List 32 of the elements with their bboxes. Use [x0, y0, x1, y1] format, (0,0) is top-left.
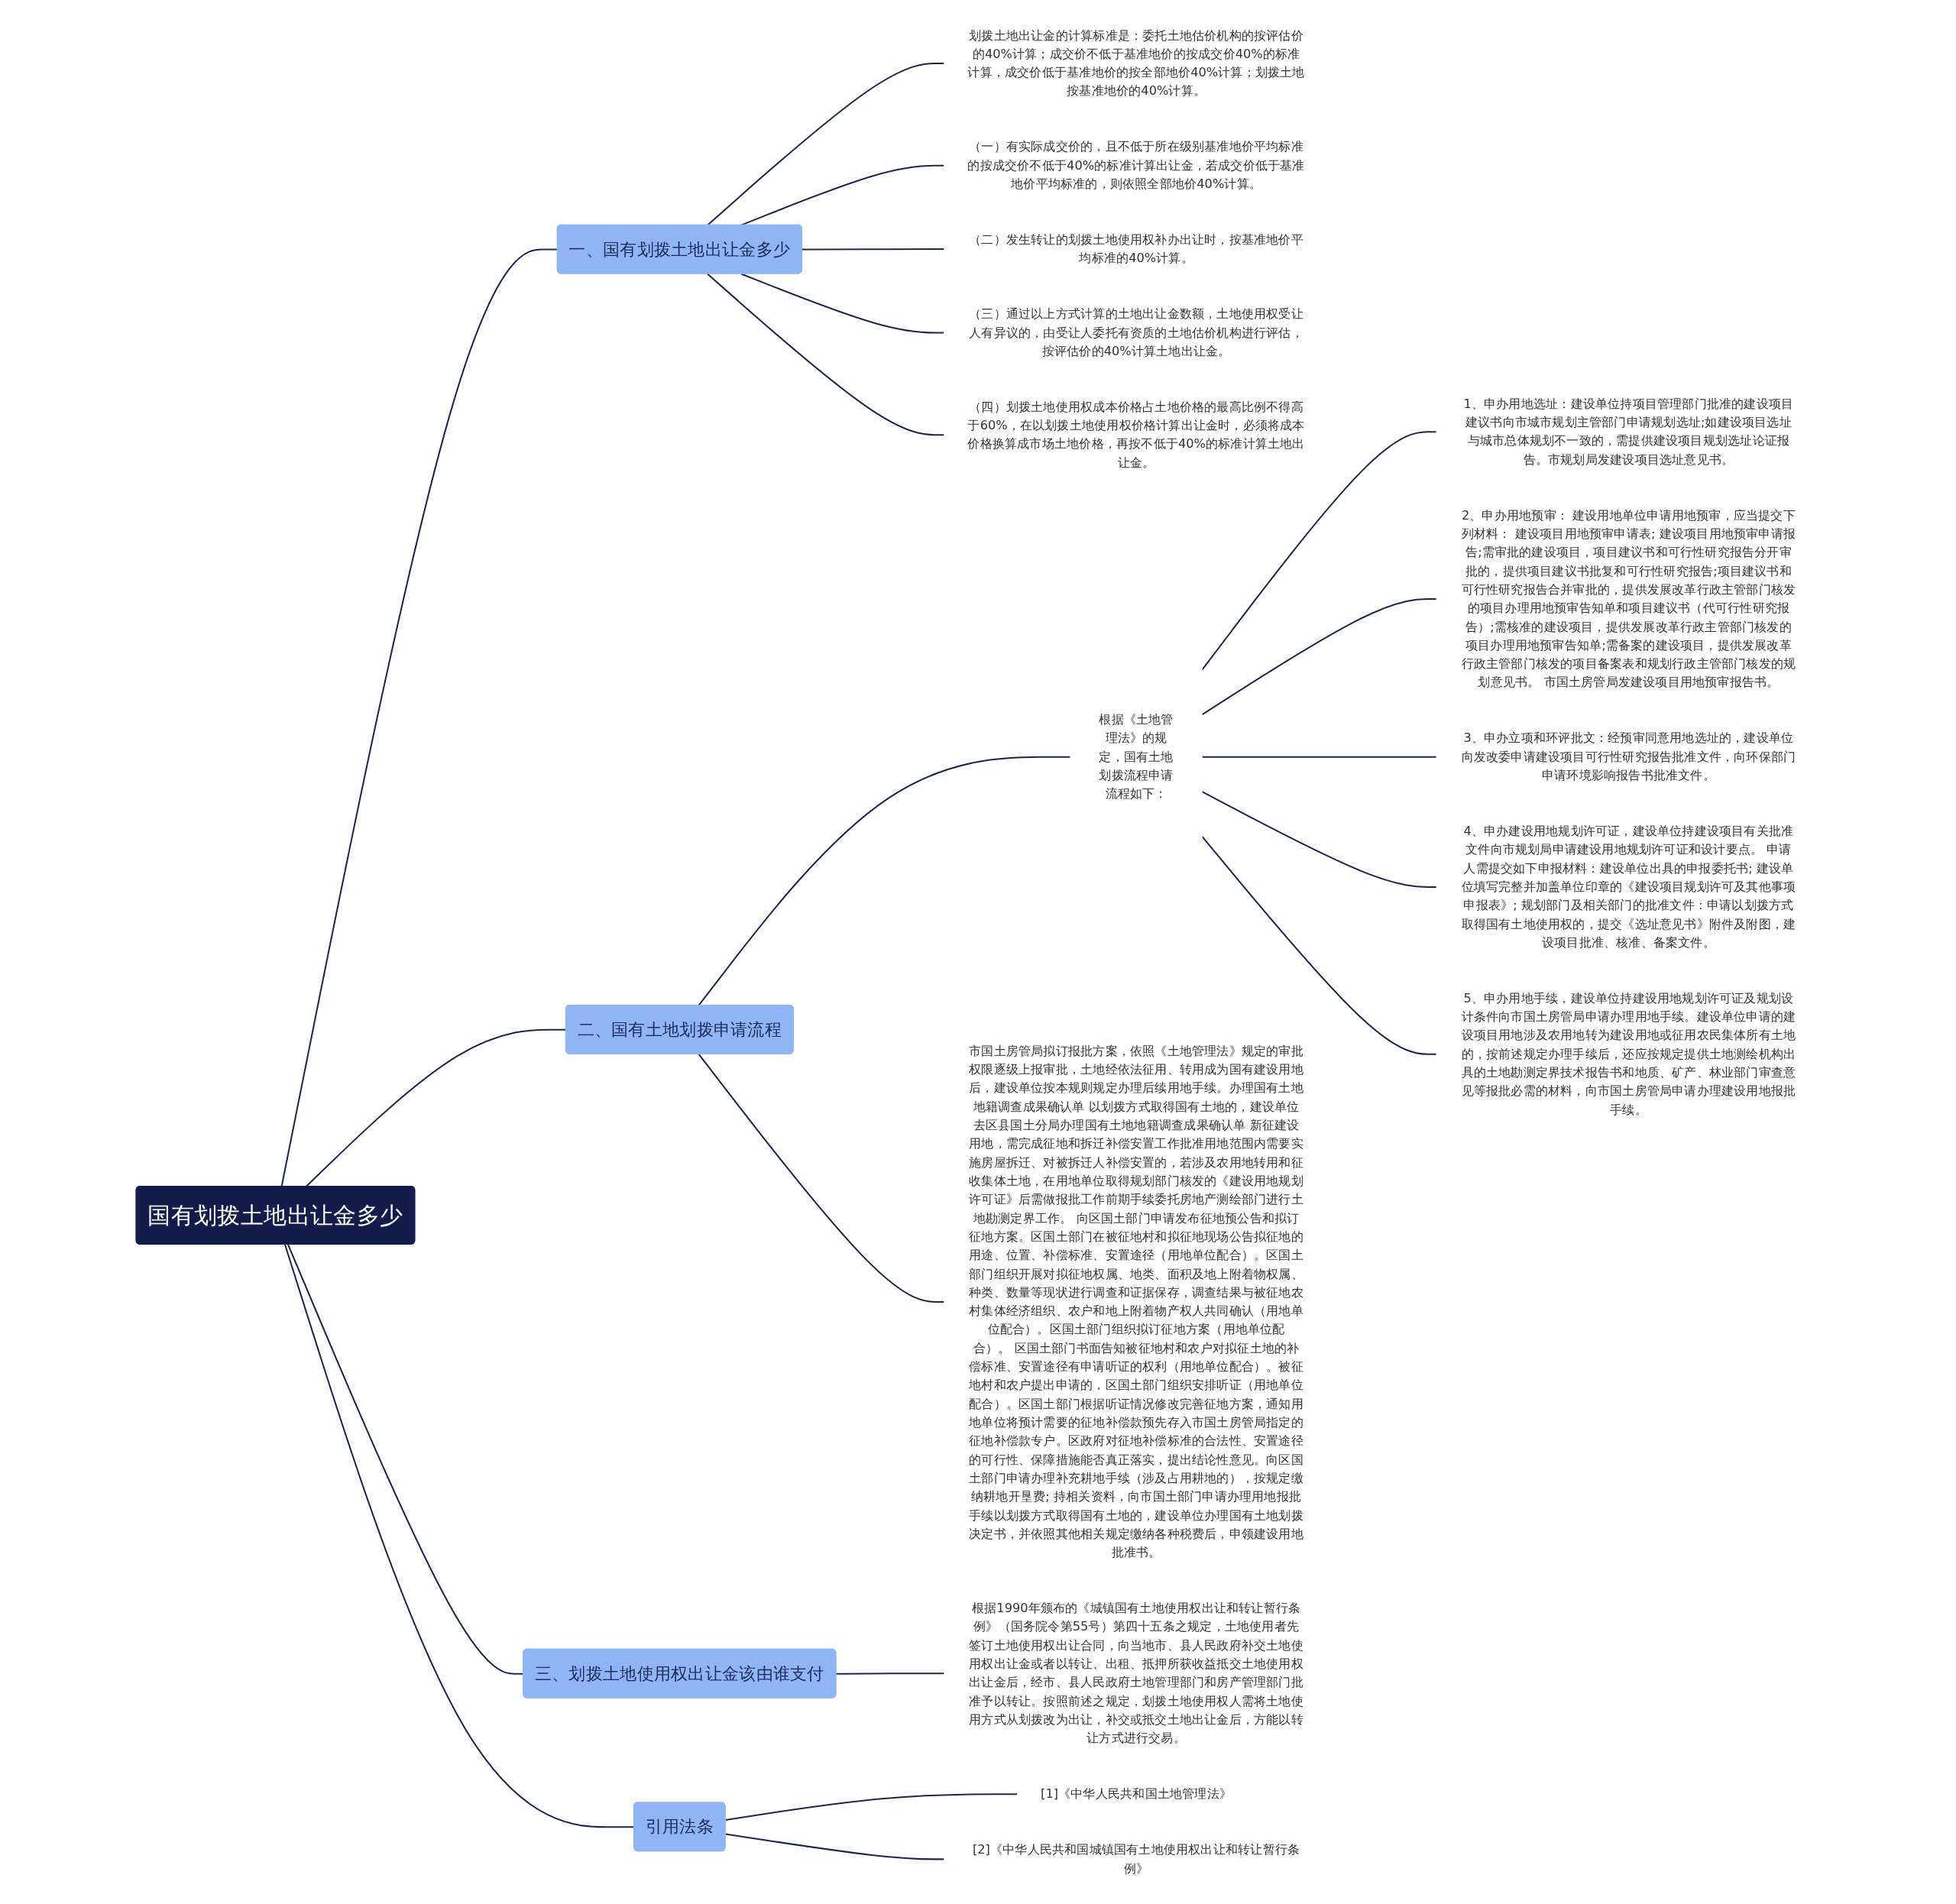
- connector: [836, 1672, 944, 1675]
- node-text: 3、申办立项和环评批文：经预审同意用地选址的，建设单位向发改委申请建设项目可行性研究报告批准文件，向环保部门申请环境影响报告书批准文件。: [1461, 730, 1796, 783]
- connector: [698, 756, 1070, 1006]
- connector: [740, 164, 944, 226]
- connector: [740, 273, 944, 334]
- node-text: （一）有实际成交价的，且不低于所在级别基准地价平均标准的按成交价不低于40%的标准计算出让金，若成交价低于基准地价平均标准的，则依照全部地价40%计算。: [967, 139, 1305, 192]
- connector: [1201, 756, 1436, 758]
- connector: [706, 273, 944, 436]
- connector: [698, 1054, 944, 1303]
- connector: [1201, 836, 1436, 1055]
- node-text: 5、申办用地手续，建设单位持建设用地规划许可证及规划设计条件向市国土房管局申请办理用地手续。建设单位申请的建设项目用地涉及农用地转为建设用地或征用农民集体所有土地的，按前述规定办理手续后，还应按规定提供土地测绘机构出具的土地勘测定界技术报告书和地质、矿产、林业部门审查意见等报批必需的材料，向市国土房管局申请办理建设用地报批手续。: [1461, 990, 1796, 1117]
- node-text: （三）通过以上方式计算的土地出让金数额，土地使用权受让人有异议的，由受让人委托有资质的土地估价机构进行评估，按评估价的40%计算土地出让金。: [968, 306, 1303, 358]
- connector: [1201, 791, 1436, 888]
- node-text: （二）发生转让的划拨土地使用权补办出让时，按基准地价平均标准的40%计算。: [968, 232, 1303, 266]
- node-text: [1]《中华人民共和国土地管理法》: [1040, 1786, 1232, 1802]
- node-text: [2]《中华人民共和国城镇国有土地使用权出让和转让暂行条例》: [972, 1842, 1300, 1876]
- node-text: 1、申办用地选址：建设单位持项目管理部门批准的建设项目建议书向市城市规划主管部门申请规划选址;如建设项目选址与城市总体规划不一致的，需提供建设项目规划选址论证报告。市规划局发建设项目选址意见书。: [1463, 396, 1793, 467]
- connector: [1201, 598, 1436, 716]
- node-text: 划拨土地出让金的计算标准是：委托土地估价机构的按评估价的40%计算；成交价不低于基准地价的按成交价40%的标准计算，成交价低于基准地价的按全部地价40%计算；划拨土地按基准地价的40%计算。: [967, 28, 1305, 99]
- node-text: 4、申办建设用地规划许可证，建设单位持建设项目有关批准文件向市规划局申请建设用地规划许可证和设计要点。 申请人需提交如下申报材料：建设单位出具的申报委托书; 建设单位填写完整并加盖单位印章的《建设项目规划许可及其他事项申报表》; 规划部门及相关部门的批准文件：申请以划拨方式取得国有土地使用权的，提交《选址意见书》附件及附图，建设项目批准、核准、备案文件。: [1461, 823, 1796, 950]
- node-text: （四）划拨土地使用权成本价格占土地价格的最高比例不得高于60%，在以划拨土地使用权价格计算出让金时，必须将成本价格换算成市场土地价格，再按不低于40%的标准计算土地出让金。: [967, 399, 1305, 470]
- connector: [725, 1793, 1018, 1821]
- connector: [802, 248, 944, 251]
- connector: [305, 1028, 566, 1187]
- node-text: 根据《土地管理法》的规定，国有土地划拨流程申请流程如下：: [1099, 711, 1174, 801]
- node-text: 2、申办用地预审： 建设用地单位申请用地预审，应当提交下列材料： 建设项目用地预审申请表; 建设项目用地预审申请报告;需审批的建设项目，项目建议书和可行性研究报告分开审批的，提供项目建议书批复和可行性研究报告;项目建议书和可行性研究报告合并审批的，提供发展改革行政主管部门核发的项目办理用地预审告知单和项目建议书（代可行性研究报告）;需核准的建设项目，提供发展改革行政主管部门核发的项目办理用地预审告知单;需备案的建设项目，提供发展改革行政主管部门核发的项目备案表和规划行政主管部门核发的规划意见书。 市国土房管局发建设项目用地预审报告书。: [1461, 507, 1796, 690]
- node-text: 根据1990年颁布的《城镇国有土地使用权出让和转让暂行条例》（国务院令第55号）第四十五条之规定，土地使用者先签订土地使用权出让合同，向当地市、县人民政府补交土地使用权出让金或者以转让、出租、抵押所获收益抵交土地使用权出让金后，经市、县人民政府土地管理部门和房产管理部门批准予以转让。按照前述之规定，划拨土地使用权人需将土地使用方式从划拨改为出让，补交或抵交土地出让金后，方能以转让方式进行交易。: [968, 1600, 1303, 1746]
- connector: [725, 1833, 944, 1860]
- node-text: 市国土房管局拟订报批方案，依照《土地管理法》规定的审批权限逐级上报审批，土地经依法征用、转用成为国有建设用地后，建设单位按本规则规定办理后续用地手续。办理国有土地地籍调查成果确认单 以划拨方式取得国有土地的，建设单位去区县国土分局办理国有土地地籍调查成果确认单 新征建设用地，需完成征地和拆迁补偿安置工作批准用地范围内需要实施房屋拆迁、对被拆迁人补偿安置的，若涉及农用地转用和征收集体土地，在用地单位取得规划部门核发的《建设用地规划许可证》后需做报批工作前期手续委托房地产测绘部门进行土地勘测定界工作。 向区国土部门申请发布征地预公告和拟订征地方案。区国土部门在被征地村和拟征地现场公告拟征地的用途、位置、补偿标准、安置途径（用地单位配合）。区国土部门组织开展对拟征地权属、地类、面积及地上附着物权属、种类、数量等现状进行调查和证据保存，调查结果与被征地农村集体经济组织、农户和地上附着物产权人共同确认（用地单位配合）。区国土部门组织拟订征地方案（用地单位配合）。 区国土部门书面告知被征地村和农户对拟征土地的补偿标准、安置途径有申请听证的权利（用地单位配合）。被征地村和农户提出申请的，区国土部门组织安排听证（用地单位配合）。区国土部门根据听证情况修改完善征地方案，通知用地单位将预计需要的征地补偿款预先存入市国土房管局指定的征地补偿款专户。区政府对征地补偿标准的合法性、安置途径的可行性、保障措施能否真正落实，提出结论性意见。向区国土部门申请办理补充耕地手续（涉及占用耕地的），按规定缴纳耕地开垦费; 持相关资料，向市国土部门申请办理用地报批手续以划拨方式取得国有土地的，建设单位办理国有土地划拨决定书，并依照其他相关规定缴纳各种税费后，申领建设用地批准书。: [968, 1043, 1303, 1560]
- connector: [287, 1244, 523, 1675]
- connector: [706, 62, 944, 226]
- connector: [283, 1244, 634, 1828]
